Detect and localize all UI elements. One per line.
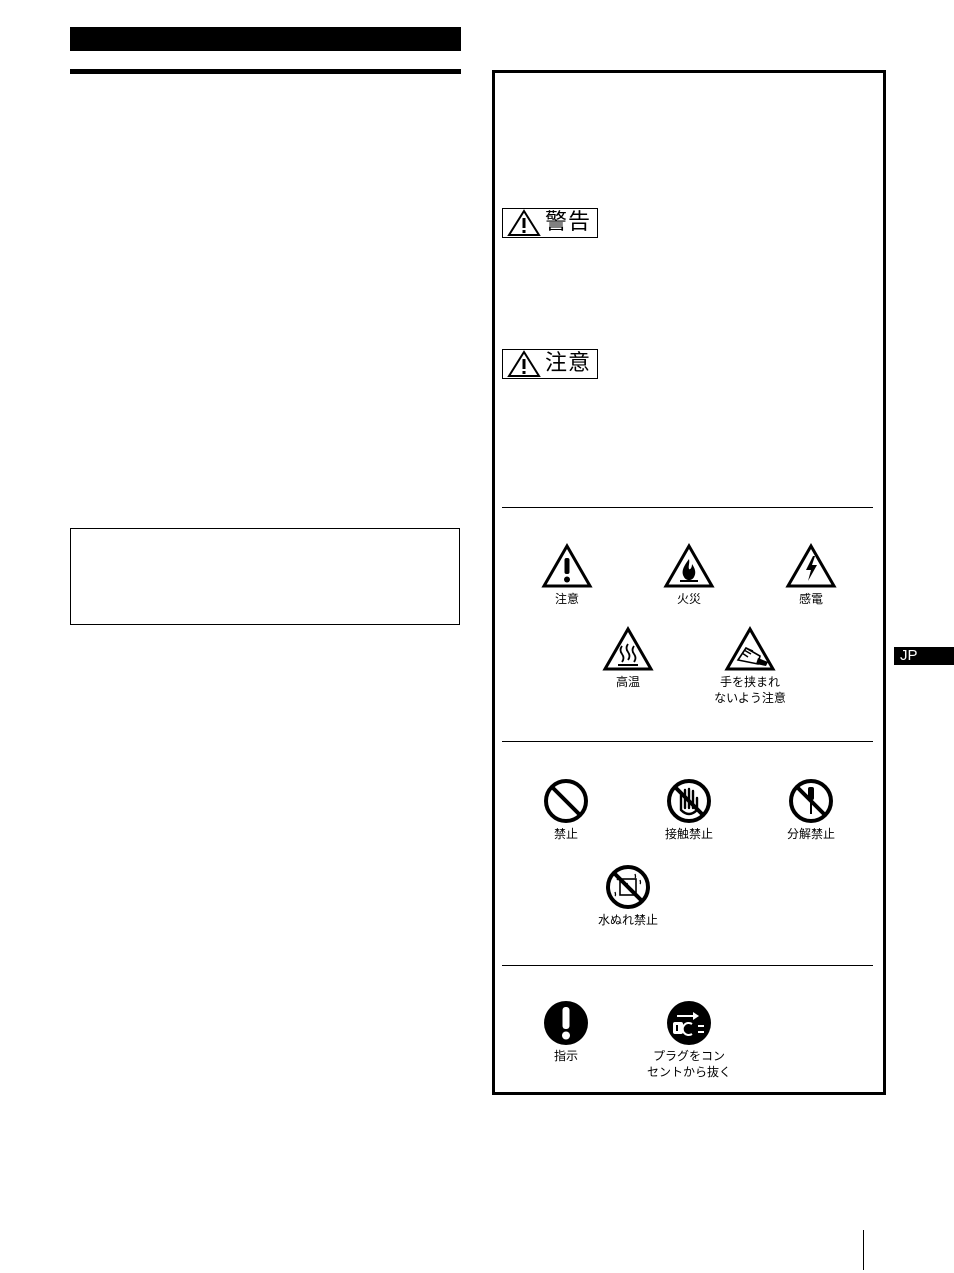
symbol-caption: 分解禁止 xyxy=(786,827,835,841)
symbol-hot-surface: 高温 xyxy=(568,626,688,690)
symbol-caption: 高温 xyxy=(615,675,640,689)
electric-shock-triangle-icon xyxy=(785,543,837,588)
symbol-caption: 火災 xyxy=(676,592,701,606)
symbol-no-touch: 接触禁止 xyxy=(629,778,749,842)
symbol-section-divider xyxy=(502,965,873,966)
no-touch-icon xyxy=(667,779,711,823)
symbol-caption-line: セントから抜く xyxy=(646,1065,731,1079)
symbol-caption-line: プラグをコン xyxy=(652,1049,725,1063)
symbol-caption: 手を挟まれ ないよう注意 xyxy=(690,674,810,706)
section-title-bar xyxy=(70,27,461,51)
hot-surface-triangle-icon xyxy=(602,626,654,671)
no-disassembly-icon xyxy=(789,779,833,823)
symbol-caption: 感電 xyxy=(798,592,823,606)
symbol-instruction: 指示 xyxy=(506,1000,626,1064)
symbol-caption: 指示 xyxy=(553,1049,578,1063)
symbol-caption: 接触禁止 xyxy=(664,827,713,841)
caution-label-text: 注意 xyxy=(545,351,592,376)
symbol-caption: 水ぬれ禁止 xyxy=(597,913,658,927)
caution-triangle-icon xyxy=(507,350,541,377)
symbol-no-water: 水ぬれ禁止 xyxy=(568,864,688,928)
warning-label: 警告 xyxy=(502,208,598,238)
symbol-fire: 火災 xyxy=(629,543,749,607)
symbol-electric-shock: 感電 xyxy=(751,543,871,607)
symbol-hand-pinch: 手を挟まれ ないよう注意 xyxy=(690,626,810,706)
section-heading-rule xyxy=(70,69,461,74)
unplug-icon xyxy=(667,1001,711,1045)
symbol-prohibited: 禁止 xyxy=(506,778,626,842)
symbol-caption-line: ないよう注意 xyxy=(714,691,786,705)
symbol-no-disassembly: 分解禁止 xyxy=(751,778,871,842)
language-tab: JP xyxy=(894,647,954,665)
caution-label: 注意 xyxy=(502,349,598,379)
symbol-section-divider xyxy=(502,741,873,742)
page-number-rule xyxy=(863,1230,864,1270)
fire-triangle-icon xyxy=(663,543,715,588)
hand-pinch-triangle-icon xyxy=(724,626,776,671)
symbol-caption: 注意 xyxy=(554,592,579,606)
caution-exclamation-triangle-icon xyxy=(541,543,593,588)
no-water-icon xyxy=(606,865,650,909)
symbol-section-divider xyxy=(502,507,873,508)
safety-symbols-panel xyxy=(492,70,886,1095)
prohibited-icon xyxy=(544,779,588,823)
symbol-caption: 禁止 xyxy=(553,827,578,841)
symbol-caution: 注意 xyxy=(507,543,627,607)
warning-triangle-icon xyxy=(507,209,541,236)
symbol-caption-line: 手を挟まれ xyxy=(719,675,780,689)
warning-label-text: 警告 xyxy=(545,210,592,235)
note-box xyxy=(70,528,460,625)
symbol-unplug: プラグをコン セントから抜く xyxy=(629,1000,749,1080)
symbol-caption: プラグをコン セントから抜く xyxy=(629,1048,749,1080)
instruction-exclamation-icon xyxy=(544,1001,588,1045)
